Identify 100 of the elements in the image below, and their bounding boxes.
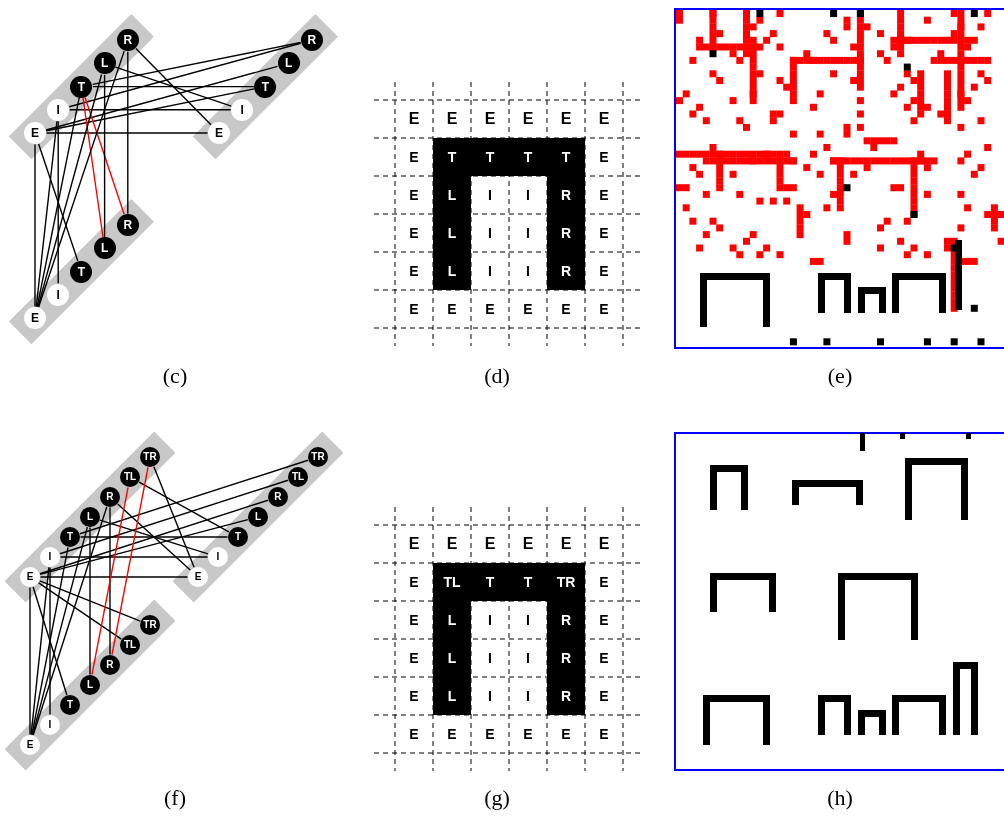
- grid-cell-text: E: [522, 300, 534, 319]
- grid-cell-text: E: [446, 300, 458, 319]
- grid-cell-text: E: [598, 611, 610, 630]
- connector-line: [79, 459, 309, 535]
- connector-line: [39, 499, 269, 575]
- grid-cell-text: E: [560, 300, 572, 319]
- connector-line: [68, 42, 302, 108]
- connector-line: [36, 97, 80, 308]
- grid-cell: R: [547, 639, 585, 677]
- connector-line: [114, 66, 232, 107]
- state-circle: I: [208, 547, 228, 567]
- state-circle: L: [80, 675, 100, 695]
- state-circle: L: [93, 237, 116, 260]
- connector-line: [32, 586, 68, 696]
- grid-cell-text: E: [560, 725, 572, 744]
- state-circle: L: [277, 52, 300, 75]
- panel-caption: (f): [164, 785, 186, 811]
- state-circle: T: [254, 75, 277, 98]
- grid-cell-text: E: [598, 224, 610, 243]
- grid-cell-text: I: [487, 649, 493, 668]
- state-circle: E: [20, 567, 40, 587]
- state-circle: I: [47, 283, 70, 306]
- grid-cell-text: I: [487, 611, 493, 630]
- connector-line: [30, 566, 50, 736]
- grid-cell: TL: [433, 563, 471, 601]
- grid-cell-text: I: [525, 611, 531, 630]
- state-circle: E: [208, 122, 230, 144]
- connector-line: [109, 506, 111, 656]
- grid-cell-text: E: [598, 687, 610, 706]
- connector-line: [49, 566, 51, 716]
- connector-line: [29, 586, 31, 736]
- grid-cell: L: [433, 252, 471, 290]
- connector-line: [45, 132, 209, 134]
- connector-line: [45, 65, 279, 131]
- connector-line: [91, 41, 302, 86]
- grid-cell: L: [433, 601, 471, 639]
- grid-cell-text: E: [522, 725, 534, 744]
- grid-cell-text: E: [483, 534, 497, 554]
- state-circle: E: [24, 307, 46, 329]
- grid-cell-text: E: [598, 186, 610, 205]
- connector-line: [34, 143, 36, 308]
- state-circle: T: [70, 260, 93, 283]
- state-circle: E: [20, 735, 40, 755]
- grid-cell-text: E: [408, 148, 420, 167]
- grid-cell-text: E: [484, 300, 496, 319]
- grid-cell-text: E: [559, 109, 573, 129]
- grid-cell-text: E: [598, 573, 610, 592]
- connector-line: [37, 73, 103, 308]
- grid-cell-text: E: [598, 262, 610, 281]
- grid-cell: R: [547, 601, 585, 639]
- grid-cell-text: I: [525, 687, 531, 706]
- connector-line: [59, 479, 289, 555]
- panel-caption: (d): [484, 363, 510, 389]
- grid-cell-text: E: [598, 148, 610, 167]
- grid-cell-text: E: [598, 725, 610, 744]
- state-circle: L: [93, 52, 116, 75]
- grid-cell-text: I: [487, 186, 493, 205]
- grid-cell: R: [547, 252, 585, 290]
- grid-cell: T: [471, 563, 509, 601]
- grid-cell: T: [433, 138, 471, 176]
- grid-cell-text: E: [483, 109, 497, 129]
- state-circle: I: [231, 98, 254, 121]
- connector-line: [103, 74, 106, 238]
- state-circle: R: [116, 214, 139, 237]
- connector-line: [37, 50, 125, 308]
- grid-cell-text: I: [487, 224, 493, 243]
- connector-line: [69, 109, 232, 111]
- grid-cell-text: E: [598, 300, 610, 319]
- grid-cell: R: [547, 214, 585, 252]
- connector-line: [79, 536, 229, 538]
- grid-cell-text: I: [525, 262, 531, 281]
- connector-line: [57, 120, 59, 284]
- connector-line: [153, 466, 195, 568]
- grid-cell-text: E: [521, 109, 535, 129]
- grid-cell-text: E: [408, 725, 420, 744]
- grid-cell-text: E: [408, 262, 420, 281]
- grid-cell-text: E: [446, 725, 458, 744]
- grid-cell-text: E: [598, 649, 610, 668]
- grid-cell: L: [433, 214, 471, 252]
- state-circle: TR: [140, 447, 160, 467]
- grid-cell-text: E: [521, 534, 535, 554]
- connector-line: [31, 526, 89, 736]
- state-circle: TR: [308, 447, 328, 467]
- grid-cell: TR: [547, 563, 585, 601]
- state-circle: I: [40, 715, 60, 735]
- state-circle: T: [60, 527, 80, 547]
- connector-line: [35, 120, 58, 308]
- connector-line: [82, 97, 104, 238]
- state-circle: TL: [120, 467, 140, 487]
- grid-cell-text: E: [407, 534, 421, 554]
- grid-cell-text: E: [408, 186, 420, 205]
- state-circle: T: [228, 527, 248, 547]
- connector-line: [91, 486, 129, 676]
- grid-cell-text: E: [408, 573, 420, 592]
- state-circle: I: [40, 547, 60, 567]
- grid-cell-text: E: [408, 300, 420, 319]
- state-circle: R: [116, 29, 139, 52]
- grid-cell-text: E: [408, 649, 420, 668]
- grid-cell: R: [547, 176, 585, 214]
- state-circle: TL: [120, 635, 140, 655]
